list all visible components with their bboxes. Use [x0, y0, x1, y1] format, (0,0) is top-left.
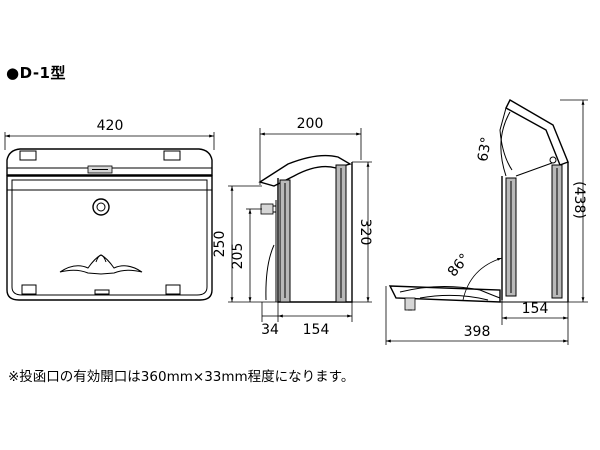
open-view: 63° 86° (438) 154: [385, 99, 588, 345]
front-bottom-hinge-right: [165, 284, 181, 295]
side-knob: [260, 203, 274, 215]
side-height-250-label: 250: [212, 231, 228, 258]
front-view: 420: [4, 118, 215, 301]
front-ornament: [59, 254, 143, 275]
front-body: [6, 175, 213, 301]
open-height-label: (438): [571, 181, 587, 219]
side-offset-label: 34: [261, 322, 279, 338]
side-height-320-label: 320: [357, 219, 373, 246]
lid-angle-arc: [500, 111, 511, 177]
open-lid: [505, 99, 569, 166]
lid-angle-label: 63°: [475, 136, 495, 163]
open-door-knob: [404, 297, 416, 311]
side-body-depth-label: 154: [303, 322, 330, 338]
open-total-depth-label: 398: [464, 324, 491, 340]
front-emblem: [94, 289, 110, 295]
front-lock-icon: [92, 198, 110, 216]
door-angle-label: 86°: [445, 251, 473, 280]
front-width-label: 420: [97, 118, 124, 134]
side-view: 200 320 250: [212, 116, 373, 338]
door-angle-arc: [462, 257, 503, 301]
side-depth-label: 200: [297, 116, 324, 132]
side-height-205-label: 205: [230, 243, 246, 270]
side-bottom-dimensions: 34 154: [261, 302, 353, 338]
front-bottom-hinge-left: [21, 284, 37, 295]
open-body-depth-label: 154: [522, 301, 549, 317]
opening-note: ※投函口の有効開口は360mm×33mm程度になります。: [8, 369, 355, 385]
front-hinge-right: [163, 150, 181, 161]
front-hinge-left: [19, 150, 37, 161]
side-height-205-dimension: 205: [230, 208, 262, 302]
model-title: ●D-1型: [6, 64, 66, 82]
open-height-dimension: (438): [560, 99, 588, 303]
open-body-depth-dimension: 154: [501, 300, 569, 345]
side-height-250-dimension: 250: [212, 185, 278, 303]
open-total-depth-dimension: 398: [385, 286, 568, 345]
front-lid: [6, 148, 213, 176]
side-depth-dimension: 200: [259, 116, 362, 185]
side-height-320-dimension: 320: [352, 161, 373, 303]
front-width-dimension: 420: [4, 118, 215, 150]
